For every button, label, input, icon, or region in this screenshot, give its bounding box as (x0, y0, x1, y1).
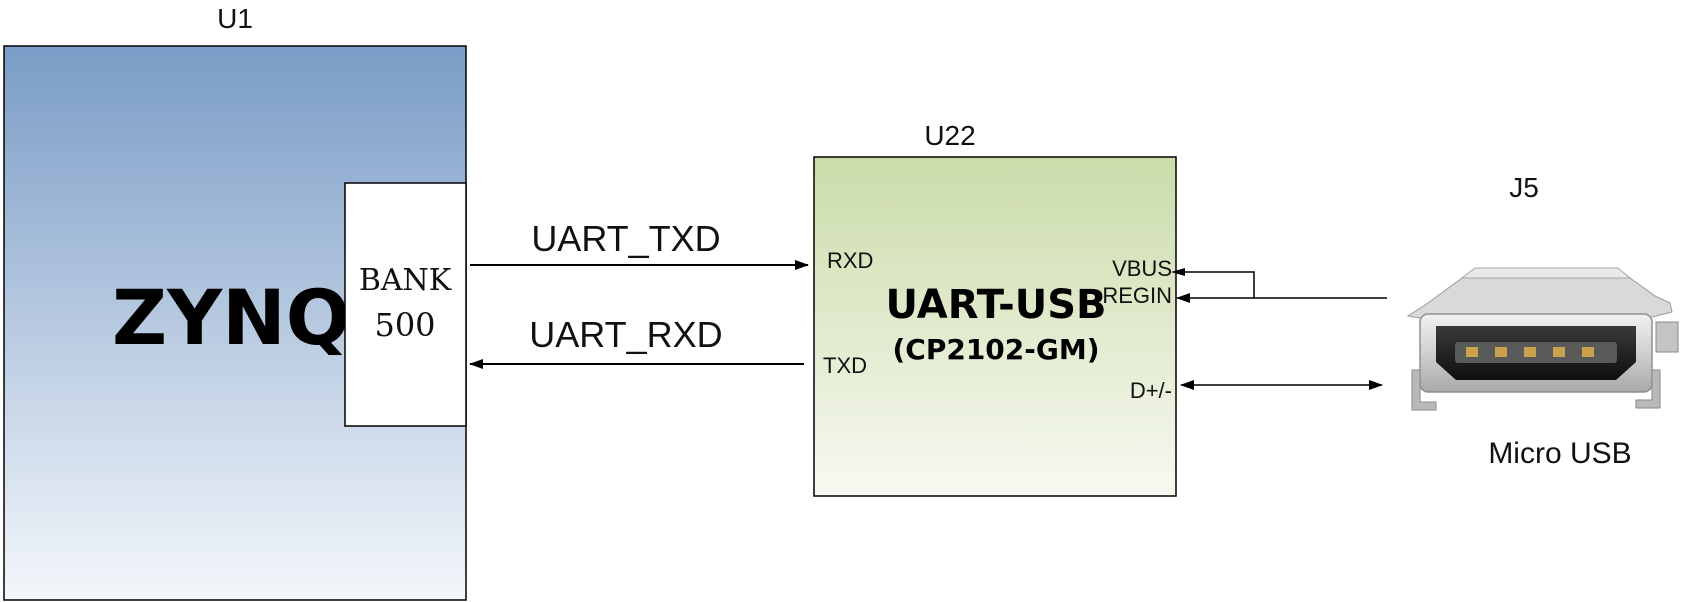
uart-usb-part-number: (CP2102-GM) (892, 333, 1099, 366)
pin-regin-label: REGIN (1102, 283, 1172, 308)
vbus-arrowhead (1171, 268, 1185, 276)
micro-usb-caption: Micro USB (1488, 437, 1631, 470)
zynq-label: ZYNQ (112, 273, 350, 362)
j5-ref-label: J5 (1509, 172, 1539, 203)
pin-rxd-label: RXD (827, 248, 873, 273)
uart-usb-title: UART-USB (886, 282, 1107, 328)
bank-500-block (344, 182, 467, 427)
usb-connector-image (1406, 267, 1679, 411)
uart-txd-label: UART_TXD (531, 218, 720, 259)
pin-txd-label: TXD (823, 353, 867, 378)
vbus-line (1177, 271, 1255, 298)
u22-ref-label: U22 (924, 120, 975, 151)
bank-label: BANK (359, 263, 452, 298)
pin-dplus-minus-label: D+/- (1130, 378, 1172, 403)
uart-usb-block (813, 156, 1177, 497)
uart-rxd-label: UART_RXD (529, 314, 722, 355)
pin-vbus-label: VBUS (1112, 256, 1172, 281)
bank-number-label: 500 (374, 306, 435, 344)
u1-ref-label: U1 (217, 3, 253, 34)
